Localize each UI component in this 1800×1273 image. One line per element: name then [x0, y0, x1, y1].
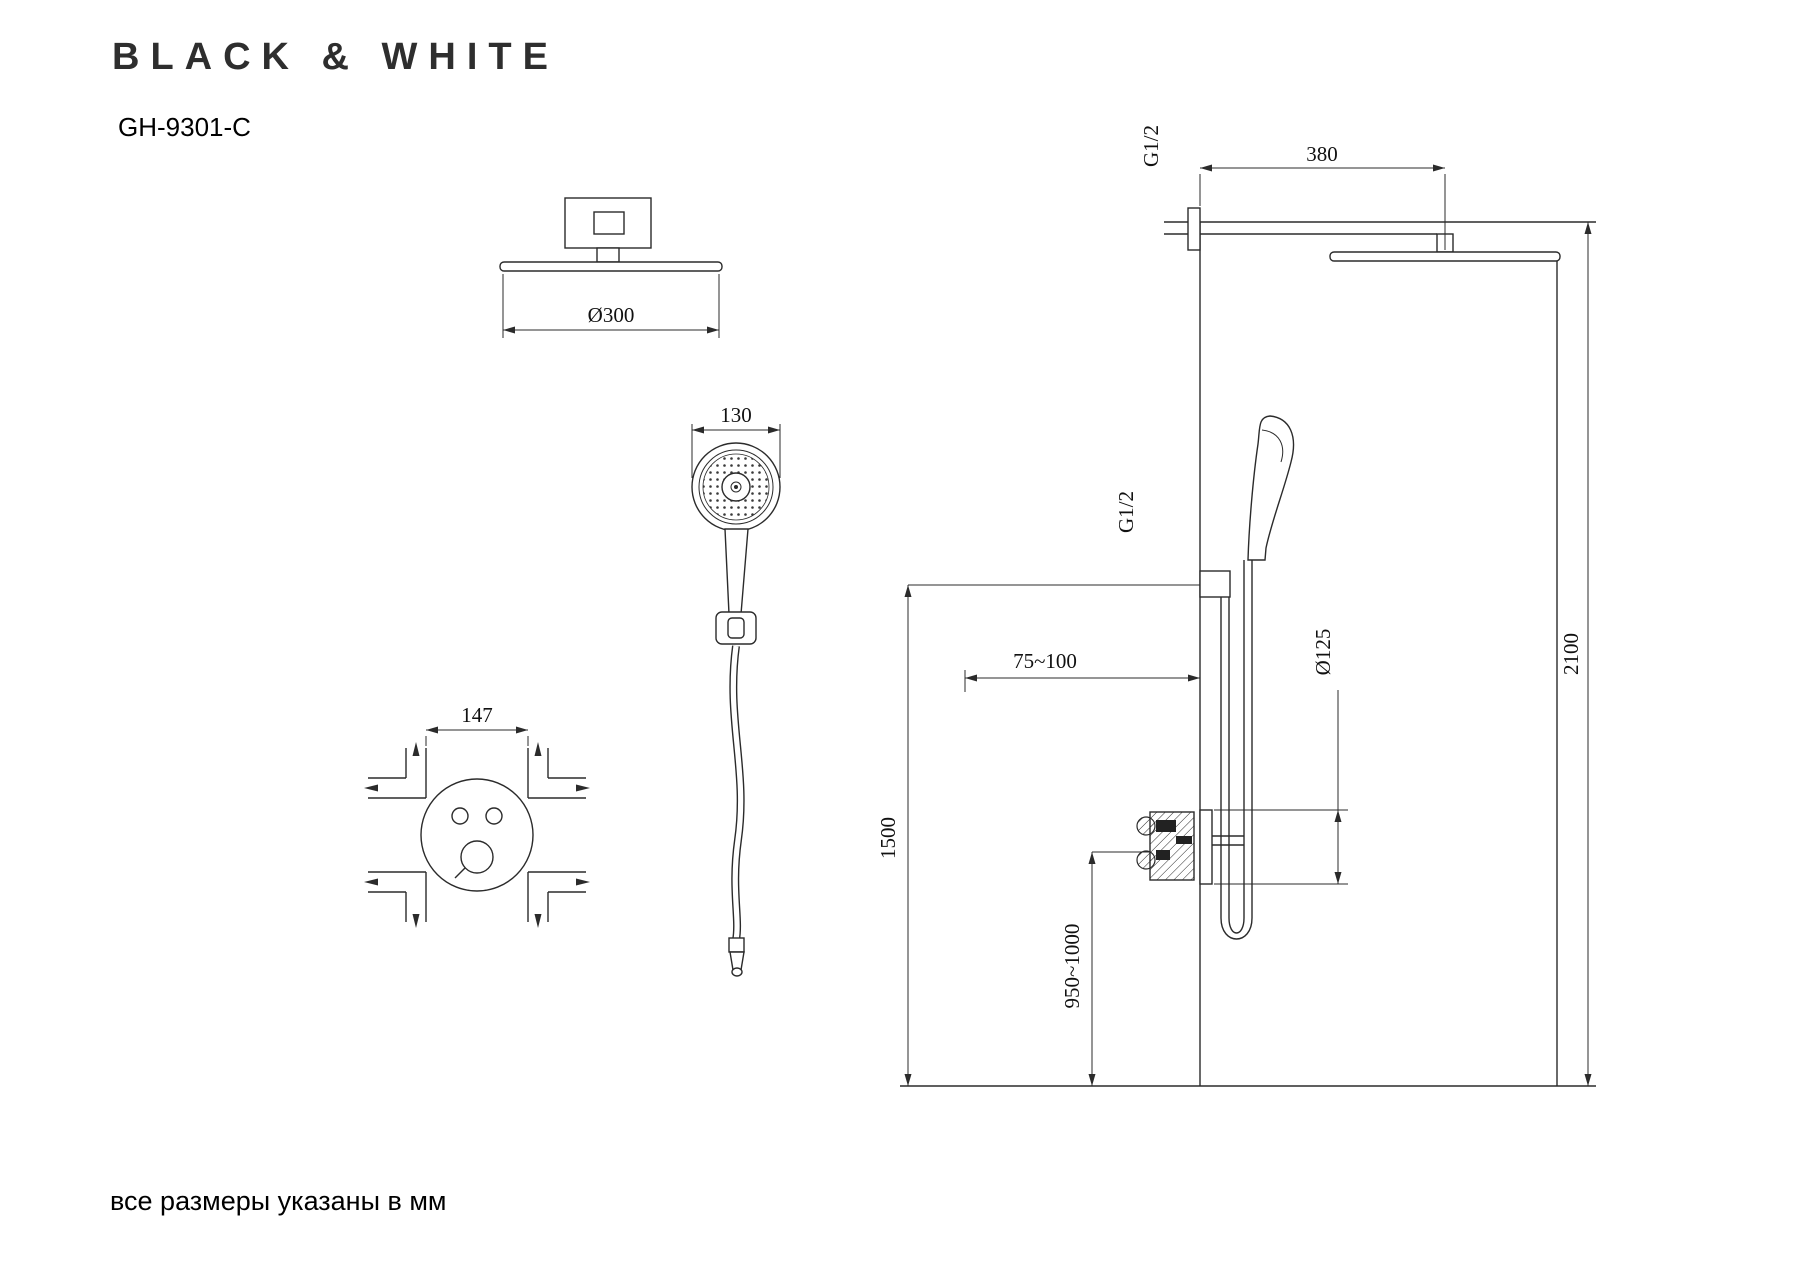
thread-label-top: G1/2 [1139, 125, 1163, 167]
mixer-button-left [451, 807, 469, 825]
dim-label-valve-height: 950~1000 [1060, 924, 1084, 1009]
dim-label-total-height: 2100 [1559, 633, 1583, 675]
dim-label-outlet-height: 1500 [876, 817, 900, 859]
mixer-front-view [364, 742, 590, 928]
dim-label-wall-depth: 75~100 [1013, 649, 1077, 673]
overhead-shower-elevation [1164, 207, 1561, 262]
elevation-structure [900, 221, 1596, 1087]
pipe-corner-top-right [527, 748, 586, 799]
dimension-wall-depth: 75~100 [964, 649, 1200, 692]
dimension-hand-shower-width: 130 [691, 403, 781, 478]
rain-head-plate [1329, 251, 1561, 262]
valve-knob-top [1136, 816, 1156, 836]
pipe-corner-bottom-right [527, 871, 586, 922]
wall-outlet [1199, 570, 1231, 598]
hand-shower-front-view [691, 442, 781, 977]
dim-label-thread-top: G1/2 [1139, 125, 1163, 167]
dim-label-hand-shower-width: 130 [720, 403, 752, 427]
bracket-stem [596, 247, 620, 263]
dim-label-trim-diameter: Ø125 [1311, 629, 1335, 676]
dim-label-thread-mid: G1/2 [1114, 491, 1138, 533]
valve-knob-bottom [1136, 850, 1156, 870]
dimension-head-diameter: Ø300 [502, 274, 720, 338]
mixer-valve-elevation [1136, 809, 1244, 885]
dim-label-mixer-width: 147 [461, 703, 493, 727]
arm-wall-flange [1187, 207, 1201, 251]
dimension-trim-diameter: Ø125 [1214, 629, 1348, 885]
units-note: все размеры указаны в мм [110, 1186, 447, 1216]
dimension-valve-height: 950~1000 [1060, 851, 1150, 1086]
hand-shower-side [1247, 415, 1295, 561]
dimension-mixer-width: 147 [425, 703, 529, 746]
thread-label-mid: G1/2 [1114, 491, 1138, 533]
model-number: GH-9301-C [118, 112, 251, 142]
hand-shower-elevation [1199, 415, 1295, 940]
dimension-arm-length: 380 [1199, 142, 1446, 250]
overhead-shower-top-view [499, 197, 723, 272]
mixer-button-right [485, 807, 503, 825]
mixer-trim-plate [420, 778, 534, 892]
knob-notch [454, 867, 466, 879]
valve-trim-plate [1199, 809, 1213, 885]
hand-shower-handle [724, 528, 749, 615]
shower-plate-edge [499, 261, 723, 272]
dimension-total-height: 2100 [1559, 222, 1592, 1086]
hose-u-bend [1220, 917, 1253, 940]
pipe-corner-top-left [368, 748, 427, 799]
bracket-inner-plate [593, 211, 625, 235]
pipe-corner-bottom-left [368, 871, 427, 922]
hose-fitting [728, 937, 745, 953]
brand-logo: BLACK & WHITE [112, 36, 559, 78]
dim-label-arm-length: 380 [1306, 142, 1338, 166]
flow-arrows [364, 742, 590, 928]
dimension-outlet-height: 1500 [876, 584, 1200, 1086]
dim-label-head-diameter: Ø300 [588, 303, 635, 327]
mixer-knob [460, 840, 494, 874]
